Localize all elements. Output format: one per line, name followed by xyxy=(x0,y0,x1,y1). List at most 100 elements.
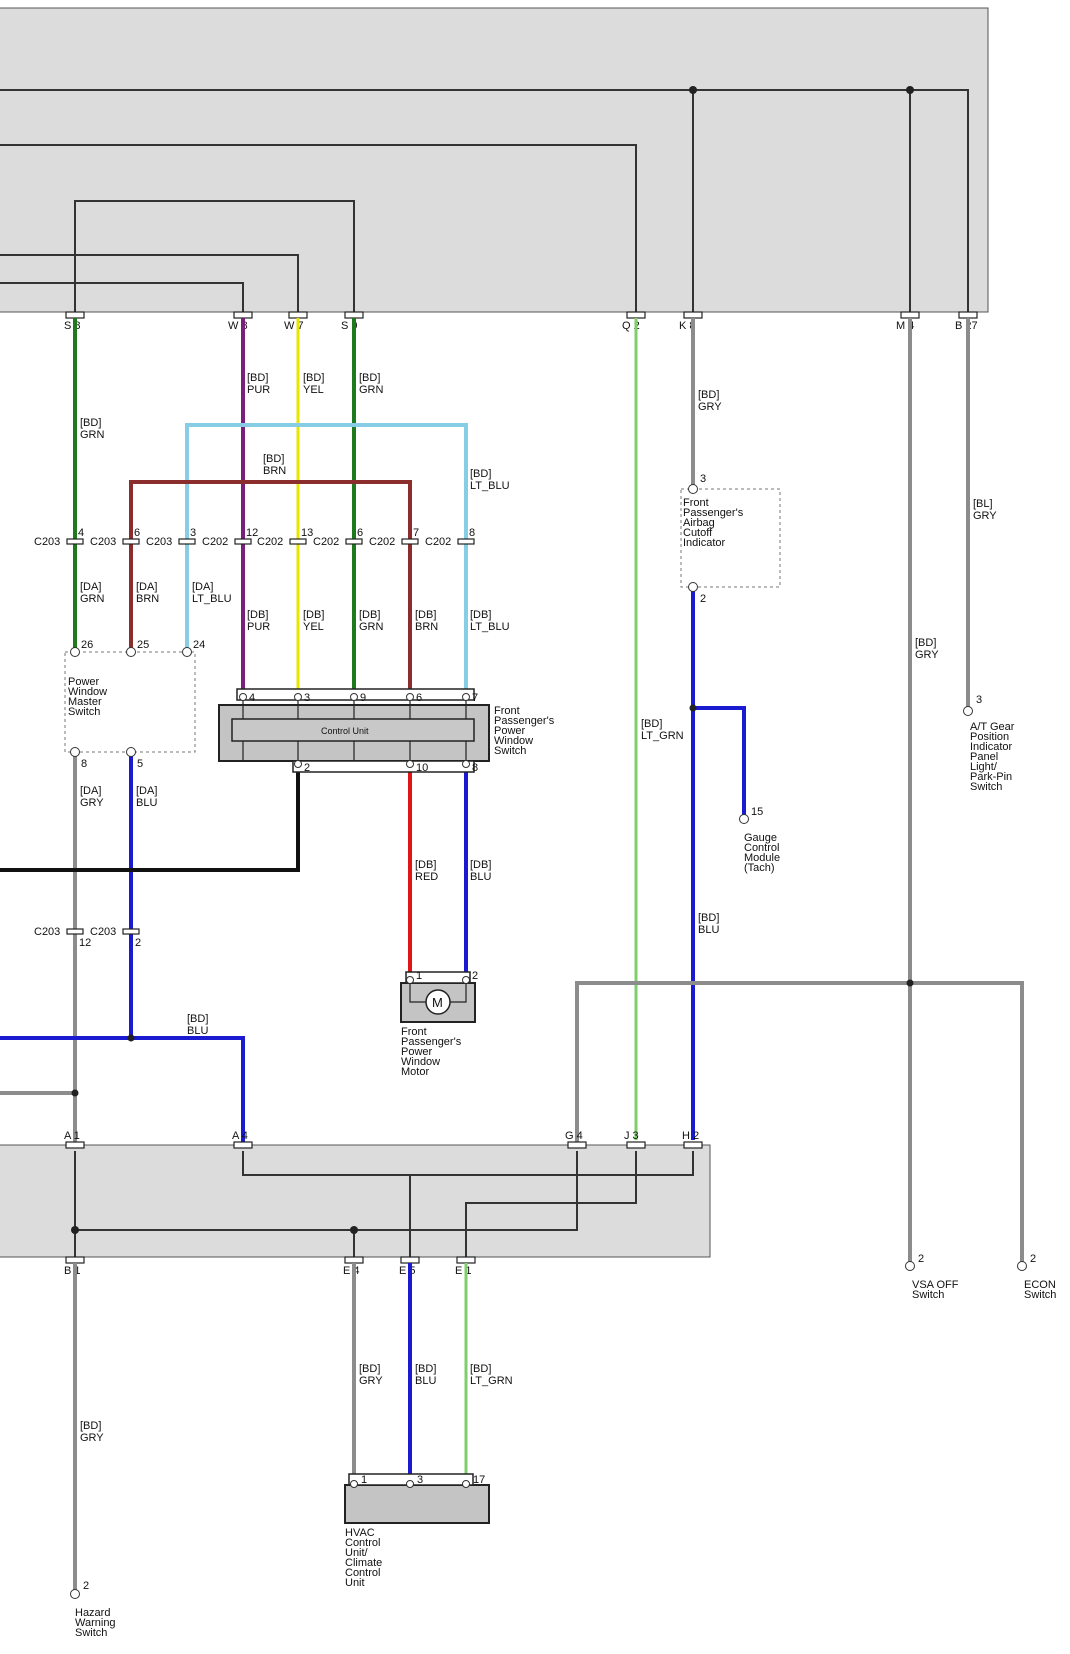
fp-switch-terminals xyxy=(239,693,470,768)
wire-label: [BD]LT_GRN xyxy=(641,718,684,742)
hvac-terminals xyxy=(350,1480,470,1488)
wire-label: [DA]LT_BLU xyxy=(192,581,232,605)
wire-blk-ground xyxy=(0,766,300,872)
gauge-control-module-label: Gauge Control Module (Tach) xyxy=(744,832,783,874)
connector-label-e5: E 5 xyxy=(399,1265,416,1277)
wire-label: [BD]YEL xyxy=(303,372,324,396)
wire-label: [BD]BLU xyxy=(698,912,719,936)
pin-label: 3 xyxy=(417,1474,423,1486)
inline-c203-4-name: C203 xyxy=(34,536,60,548)
pin-label: 17 xyxy=(473,1474,485,1486)
motor-pin-bar xyxy=(405,971,471,984)
connector-label-e4: E 4 xyxy=(343,1265,360,1277)
at-gear-position-label: A/T Gear Position Indicator Panel Light/… xyxy=(970,721,1018,793)
airbag-cutoff-indicator xyxy=(680,488,781,588)
wire-label: [DA]BRN xyxy=(136,581,159,605)
wire-label: [BD]GRN xyxy=(80,417,105,441)
pin-label: 2 xyxy=(918,1253,924,1265)
wire-label: [BD]LT_BLU xyxy=(470,468,510,492)
upper-module xyxy=(0,7,989,313)
wire-label: [DB]LT_BLU xyxy=(470,609,510,633)
control-unit-box xyxy=(231,718,475,742)
inline-c203-6-name: C203 xyxy=(90,536,116,548)
inline-c203-12-pin: 12 xyxy=(79,937,91,949)
junction-dot xyxy=(127,1034,135,1042)
terminal xyxy=(739,814,749,824)
pin-label: 3 xyxy=(976,694,982,706)
pin-label: 25 xyxy=(137,639,149,651)
upper-module-internal-wiring xyxy=(0,89,969,312)
fp-switch-internal-lines xyxy=(242,700,467,761)
junction-dot xyxy=(689,86,697,94)
wire-label: [DB]BRN xyxy=(415,609,438,633)
junction-dot xyxy=(350,1226,358,1234)
connector-label-a1: A 1 xyxy=(64,1130,80,1142)
pin-label: 24 xyxy=(193,639,205,651)
terminal xyxy=(905,1261,915,1271)
connector-label-a4: A 4 xyxy=(232,1130,248,1142)
wire-label: [DB]PUR xyxy=(247,609,270,633)
inline-c203-12-name: C203 xyxy=(34,926,60,938)
vsa-off-switch-label: VSA OFF Switch xyxy=(912,1279,962,1301)
inline-connectors xyxy=(66,538,475,935)
pin-label: 2 xyxy=(700,593,706,605)
connector-label-h2: H 2 xyxy=(682,1130,699,1142)
inline-c202-8-pin: 8 xyxy=(469,527,475,539)
pwms-terminals xyxy=(70,647,192,757)
pin-label: 1 xyxy=(416,970,422,982)
junction-dot xyxy=(906,979,914,987)
wire-label: [BD]LT_GRN xyxy=(470,1363,513,1387)
wire-gry-bus xyxy=(575,981,1024,1263)
power-window-master-switch-label: Power Window Master Switch xyxy=(68,676,110,718)
wire-blu-bus xyxy=(0,1036,245,1142)
pin-label: 6 xyxy=(416,692,422,704)
pin-label: 2 xyxy=(304,762,310,774)
inline-c202-6-name: C202 xyxy=(313,536,339,548)
terminal xyxy=(963,706,973,716)
junction-dot xyxy=(71,1226,79,1234)
inline-c203-3-name: C203 xyxy=(146,536,172,548)
pin-label: 3 xyxy=(304,692,310,704)
airbag-cutoff-indicator-label: Front Passenger's Airbag Cutoff Indicato… xyxy=(683,497,746,549)
wire-brn-bus xyxy=(129,480,412,697)
wire-label: [BD]BLU xyxy=(187,1013,208,1037)
inline-c203-6-pin: 6 xyxy=(134,527,140,539)
connector-label-e1: E 1 xyxy=(455,1265,472,1277)
inline-c202-8-name: C202 xyxy=(425,536,451,548)
wire-label: [DA]GRY xyxy=(80,785,104,809)
pin-label: 7 xyxy=(472,692,478,704)
wire-label: [DA]BLU xyxy=(136,785,157,809)
pin-label: 2 xyxy=(83,1580,89,1592)
inline-c202-12-name: C202 xyxy=(202,536,228,548)
control-unit-label: Control Unit xyxy=(321,726,369,736)
terminal xyxy=(1017,1261,1027,1271)
wire-label: [BD]GRY xyxy=(359,1363,383,1387)
junction-dot xyxy=(689,704,697,712)
connector-label-j3: J 3 xyxy=(624,1130,639,1142)
inline-c203-2-pin: 2 xyxy=(135,937,141,949)
wire-labels: [BD]GRN [BD]PUR [BD]YEL [BD]GRN [BD]BRN … xyxy=(80,372,997,1444)
fp-power-window-motor-label: Front Passenger's Power Window Motor xyxy=(401,1026,464,1078)
connector-label-g4: G 4 xyxy=(565,1130,583,1142)
middle-connector-tabs xyxy=(65,1141,703,1264)
pin-label: 3 xyxy=(700,473,706,485)
wire-blu-gauge xyxy=(693,706,746,815)
pin-label: 10 xyxy=(416,762,428,774)
wire-label: [BD]GRY xyxy=(698,389,722,413)
wire-label: [BD]GRY xyxy=(80,1420,104,1444)
inline-c202-6-pin: 6 xyxy=(357,527,363,539)
wire-label: [BL]GRY xyxy=(973,498,997,522)
junction-dot xyxy=(906,86,914,94)
wire-label: [DB]GRN xyxy=(359,609,384,633)
junction-dot xyxy=(71,1089,79,1097)
wire-label: [DB]BLU xyxy=(470,859,491,883)
connector-label-w7: W 7 xyxy=(284,320,304,332)
inline-c203-3-pin: 3 xyxy=(190,527,196,539)
connector-label-b1: B 1 xyxy=(64,1265,81,1277)
pin-label: 2 xyxy=(472,970,478,982)
terminal xyxy=(688,484,698,494)
motor-internal-wiring xyxy=(450,983,467,1003)
pin-label: 26 xyxy=(81,639,93,651)
pin-label: 8 xyxy=(81,758,87,770)
wire-label: [BD]GRY xyxy=(915,637,939,661)
